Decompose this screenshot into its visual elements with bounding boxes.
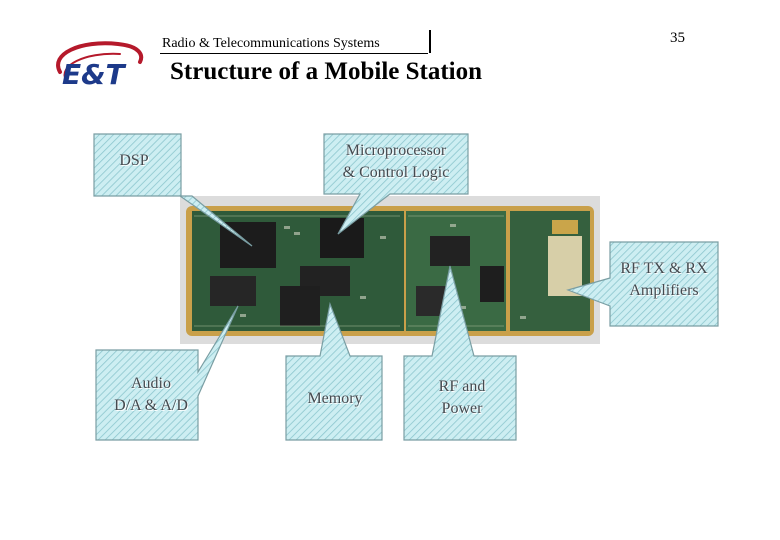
circuit-board-photo	[180, 196, 600, 344]
header-divider	[429, 30, 431, 53]
callout-micro-line1: Microprocessor	[345, 142, 447, 159]
callout-memory-shape	[285, 301, 383, 441]
callout-micro-shape	[323, 133, 469, 235]
callout-dsp-shape	[93, 133, 253, 247]
slide-title: Structure of a Mobile Station	[170, 58, 483, 85]
callout-rf-amplifiers-line1: RF TX & RX	[620, 260, 708, 277]
callout-micro-line2: & Control Logic	[342, 164, 450, 181]
callout-rf-power-shape	[403, 265, 517, 441]
callout-dsp-label: DSP	[119, 152, 149, 169]
callout-rf-amplifiers-line2: Amplifiers	[629, 282, 699, 299]
callout-rf-amplifiers-shape	[566, 241, 719, 327]
callout-audio-line1: Audio	[131, 375, 171, 392]
callout-audio-label: Audio D/A & A/D	[98, 373, 204, 417]
callout-rf-power-line1: RF and	[438, 378, 486, 395]
callout-rf-amplifiers-label: RF TX & RX Amplifiers	[606, 258, 722, 302]
callout-memory-label: Memory	[307, 390, 363, 407]
callout-rf-power-label: RF and Power	[408, 376, 516, 420]
callout-rf-power-line2: Power	[441, 400, 483, 417]
callout-audio-line2: D/A & A/D	[114, 397, 188, 414]
et-logo: E&T	[56, 41, 144, 91]
callout-micro-label: Microprocessor & Control Logic	[326, 140, 466, 184]
logo-text: E&T	[62, 58, 127, 91]
header-rule	[160, 53, 428, 54]
callout-audio-shape	[95, 305, 239, 441]
header-subtitle: Radio & Telecommunications Systems	[162, 36, 380, 51]
page-number: 35	[670, 30, 685, 46]
